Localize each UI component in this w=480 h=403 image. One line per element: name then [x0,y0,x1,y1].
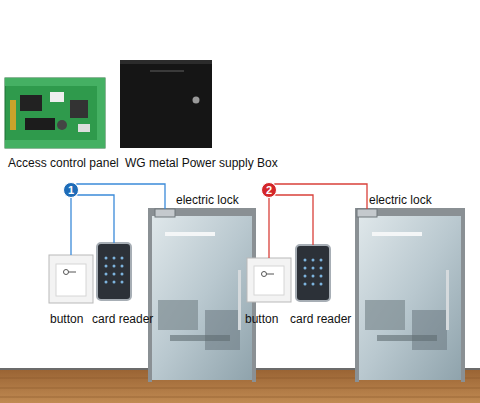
callout-number: 1 [63,182,79,198]
floor-grain [0,378,480,397]
callout-number: 2 [261,182,277,198]
glass-door [148,208,256,382]
callout-number: 2 [266,184,272,196]
electric-lock: electric lock [155,209,175,217]
exit-button [247,258,291,302]
card-reader [296,245,330,301]
device-label: button [50,312,83,326]
exit-button [49,255,93,303]
device-label: WG metal Power supply Box [125,156,278,170]
device-label: electric lock [176,193,239,207]
card-reader: card reader [97,243,131,300]
control-board [5,78,105,148]
wire [76,184,165,209]
wire [268,198,269,258]
wire [70,198,71,255]
device-label: card reader [290,312,351,326]
power-supply-box: WG metal Power supply Box [120,60,212,148]
device-label: Access control panel [8,156,119,170]
lock-symbol [357,209,377,217]
wire [274,184,367,209]
card-reader [97,243,131,300]
wire [275,195,313,245]
exit-button: button [247,258,291,302]
exit-button: button [49,255,93,303]
device-label: button [245,312,278,326]
device-label: electric lock [369,193,432,207]
lock-symbol [155,209,175,217]
control-panel: Access control panel [5,76,105,150]
glass-door [355,208,465,382]
electric-lock: electric lock [357,209,377,217]
device-label: card reader [92,312,153,326]
wire [77,195,114,243]
power-box [120,60,212,148]
card-reader: card reader [296,245,330,301]
callout-number: 1 [68,184,74,196]
